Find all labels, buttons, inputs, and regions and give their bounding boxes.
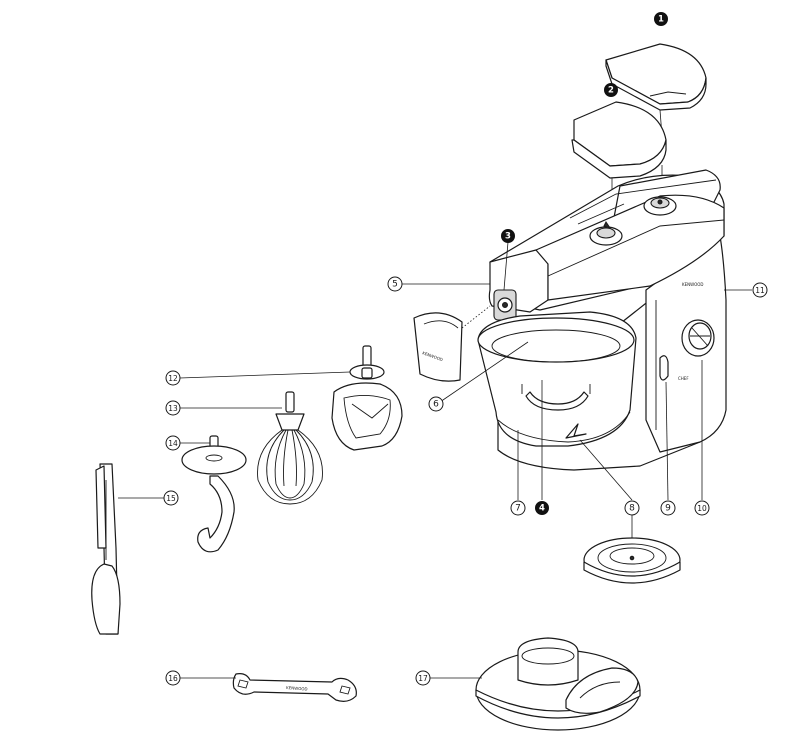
callout-3: 3 <box>501 229 515 243</box>
callout-8: 8 <box>624 500 640 516</box>
callout-9: 9 <box>660 500 676 516</box>
spanner-part-16: KENWOOD <box>232 673 357 702</box>
leader-lines <box>118 241 752 679</box>
svg-text:1: 1 <box>658 15 664 25</box>
svg-text:16: 16 <box>168 674 178 683</box>
svg-text:9: 9 <box>665 504 671 514</box>
svg-text:10: 10 <box>697 504 707 513</box>
callout-10: 10 <box>694 500 710 516</box>
callout-1: 1 <box>654 12 668 26</box>
callout-2: 2 <box>604 83 618 97</box>
dough-hook-part-14 <box>181 435 247 553</box>
splash-guard: KENWOOD <box>413 305 491 382</box>
svg-text:6: 6 <box>433 400 439 410</box>
callout-4: 4 <box>535 501 549 515</box>
callout-5: 5 <box>387 276 403 292</box>
callout-13: 13 <box>165 400 181 416</box>
svg-text:2: 2 <box>608 86 614 96</box>
k-beater-part-12 <box>331 345 403 451</box>
svg-text:15: 15 <box>166 494 176 503</box>
spatula-part-15 <box>91 463 121 635</box>
callout-17: 17 <box>415 670 431 686</box>
callout-14: 14 <box>165 435 181 451</box>
svg-text:11: 11 <box>755 286 765 295</box>
svg-text:7: 7 <box>515 504 521 514</box>
svg-text:12: 12 <box>168 374 178 383</box>
svg-text:4: 4 <box>539 504 545 514</box>
svg-text:5: 5 <box>392 280 398 290</box>
callout-12: 12 <box>165 370 181 386</box>
speed-panel-text: CHEF <box>678 376 689 381</box>
spanner-brand: KENWOOD <box>286 685 308 691</box>
mixing-bowl-part-7 <box>477 311 637 447</box>
head-brand-text: KENWOOD <box>682 282 703 287</box>
callout-11: 11 <box>752 282 768 298</box>
callout-6: 6 <box>428 396 444 412</box>
callout-15: 15 <box>163 490 179 506</box>
drive-base-part-8 <box>583 537 681 584</box>
whisk-part-13 <box>257 391 323 505</box>
svg-text:17: 17 <box>418 674 428 683</box>
callout-16: 16 <box>165 670 181 686</box>
splash-guard-lid-part-17 <box>475 637 641 731</box>
svg-text:14: 14 <box>168 439 178 448</box>
svg-text:3: 3 <box>505 232 511 242</box>
svg-text:8: 8 <box>629 504 635 514</box>
callout-7: 7 <box>510 500 526 516</box>
svg-text:13: 13 <box>168 404 178 413</box>
